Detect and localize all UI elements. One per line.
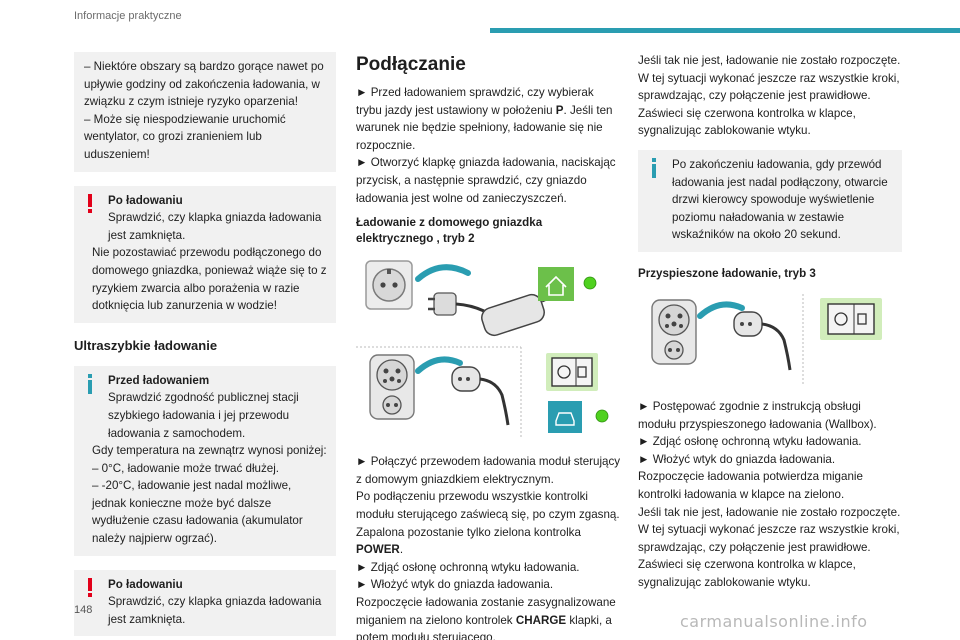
mode-2-illustration xyxy=(356,255,622,441)
right-text-2: W tej sytuacji wykonać jeszcze raz wszys… xyxy=(638,71,900,103)
page-number: 148 xyxy=(74,604,93,616)
green-led-2 xyxy=(595,409,609,423)
mode-3-title: Przyspieszone ładowanie, tryb 3 xyxy=(638,266,816,280)
mode-3-failure: Jeśli tak nie jest, ładowanie nie został… xyxy=(638,505,901,519)
connecting-step-2: ► Otworzyć klapkę gniazda ładowania, nac… xyxy=(356,156,616,205)
mode-2-result-end: klapki, a potem modułu sterującego. xyxy=(356,613,612,640)
mode-2-result-text: Rozpoczęcie ładowania zostanie zasygnali… xyxy=(356,595,616,627)
charge-lock-indicator-icon xyxy=(820,297,882,340)
step-1-text-end: . Jeśli ten warunek nie będzie spełniony… xyxy=(356,103,613,152)
after-charging-heading-2: Po ładowaniu xyxy=(108,577,183,591)
car-indicator-icon xyxy=(548,401,582,434)
connecting-title: Podłączanie xyxy=(356,54,466,75)
mode-3-retry: W tej sytuacji wykonać jeszcze raz wszys… xyxy=(638,523,900,554)
mode-2-title: Ładowanie z domowego gniazdka elektryczn… xyxy=(356,216,543,246)
right-text-3: Zaświeci się czerwona kontrolka w klapce… xyxy=(638,106,856,138)
vehicle-socket-icon xyxy=(651,299,697,365)
mode-3-illustration xyxy=(638,290,902,386)
right-text-1: Jeśli tak nie jest, ładowanie nie został… xyxy=(638,54,901,67)
mode-3-lock: Zaświeci się czerwona kontrolka w klapce… xyxy=(638,558,856,589)
power-label: POWER xyxy=(356,543,400,557)
charging-plug-icon xyxy=(733,311,792,371)
header-accent-bar xyxy=(490,28,960,33)
watermark: carmanualsonline.info xyxy=(680,612,868,631)
temperature-intro: Gdy temperatura na zewnątrz wynosi poniż… xyxy=(92,444,327,458)
mode-2-step-1: ► Połączyć przewodem ładowania moduł ste… xyxy=(356,455,621,486)
warning-line-1: – Niektóre obszary są bardzo gorące nawe… xyxy=(84,60,324,109)
after-charging-text-3: Sprawdzić, czy klapka gniazda ładowania … xyxy=(108,595,322,626)
warning-line-2: – Może się niespodziewanie uruchomić wen… xyxy=(84,112,286,161)
charging-plug-icon xyxy=(451,366,510,426)
mode-2-info-text: Po podłączeniu przewodu wszystkie kontro… xyxy=(356,490,620,539)
household-socket-icon xyxy=(365,260,413,310)
info-icon xyxy=(88,373,92,394)
green-led-1 xyxy=(583,276,597,290)
page-header-title: Informacje praktyczne xyxy=(74,10,182,22)
after-charging-warning-box-2: Po ładowaniu Sprawdzić, czy klapka gniaz… xyxy=(74,569,336,637)
mode-2-step-3: ► Włożyć wtyk do gniazda ładowania. xyxy=(356,578,554,592)
step-1-text: ► Przed ładowaniem sprawdzić, czy wybier… xyxy=(356,86,594,117)
mode-2-result: Rozpoczęcie ładowania zostanie zasygnali… xyxy=(356,594,622,640)
middle-column: Podłączanie ► Przed ładowaniem sprawdzić… xyxy=(356,52,622,640)
left-column: – Niektóre obszary są bardzo gorące nawe… xyxy=(74,52,336,640)
after-charging-warning-box: Po ładowaniu Sprawdzić, czy klapka gniaz… xyxy=(74,185,336,323)
mode-2-info-end: . xyxy=(399,543,404,557)
before-charging-info-box: Przed ładowaniem Sprawdzić zgodność publ… xyxy=(74,365,336,556)
after-charging-heading: Po ładowaniu xyxy=(108,193,183,207)
temperature-item-2: – -20°C, ładowanie jest nadal możliwe, j… xyxy=(92,479,303,546)
insert-arrow-1 xyxy=(415,264,471,283)
ultrafast-charging-title: Ultraszybkie ładowanie xyxy=(74,337,218,353)
temperature-item-1: – 0°C, ładowanie może trwać dłużej. xyxy=(92,461,280,475)
after-charging-text: Sprawdzić, czy klapka gniazda ładowania … xyxy=(108,211,322,242)
mode-3-step-1: ► Postępować zgodnie z instrukcją obsług… xyxy=(638,399,877,431)
charge-label: CHARGE xyxy=(515,613,567,627)
insert-arrow-3 xyxy=(697,301,745,319)
mode-3-step-2: ► Zdjąć osłonę ochronną wtyku ładowania. xyxy=(638,435,862,449)
before-charging-heading: Przed ładowaniem xyxy=(108,373,210,387)
right-column: Jeśli tak nie jest, ładowanie nie został… xyxy=(638,52,902,591)
before-charging-text: Sprawdzić zgodność publicznej stacji szy… xyxy=(108,391,299,440)
charge-lock-indicator-icon xyxy=(546,353,598,392)
warning-icon xyxy=(88,193,92,213)
mode-3-illustration-svg xyxy=(651,293,882,384)
home-indicator-icon xyxy=(538,267,574,302)
info-icon xyxy=(652,157,656,178)
connecting-step-1: ► Przed ładowaniem sprawdzić, czy wybier… xyxy=(356,84,622,154)
after-charging-text-2: Nie pozostawiać przewodu podłączonego do… xyxy=(92,246,327,313)
mode-2-step-2: ► Zdjąć osłonę ochronną wtyku ładowania. xyxy=(356,560,580,574)
warning-continuation-box: – Niektóre obszary są bardzo gorące nawe… xyxy=(74,52,336,172)
mode-2-info: Po podłączeniu przewodu wszystkie kontro… xyxy=(356,488,622,558)
after-charging-info-text: Po zakończeniu ładowania, gdy przewód ła… xyxy=(672,157,888,242)
mode-3-step-3: ► Włożyć wtyk do gniazda ładowania. xyxy=(638,452,836,466)
after-charging-info-box: Po zakończeniu ładowania, gdy przewód ła… xyxy=(638,149,902,252)
insert-arrow-2 xyxy=(415,356,463,375)
plug-icon xyxy=(428,292,485,316)
warning-icon xyxy=(88,577,92,597)
mode-2-illustration-svg xyxy=(356,260,609,440)
mode-3-result: Rozpoczęcie ładowania potwierdza miganie… xyxy=(638,470,863,501)
vehicle-socket-icon xyxy=(369,354,415,420)
gear-position-p: P xyxy=(555,103,564,117)
